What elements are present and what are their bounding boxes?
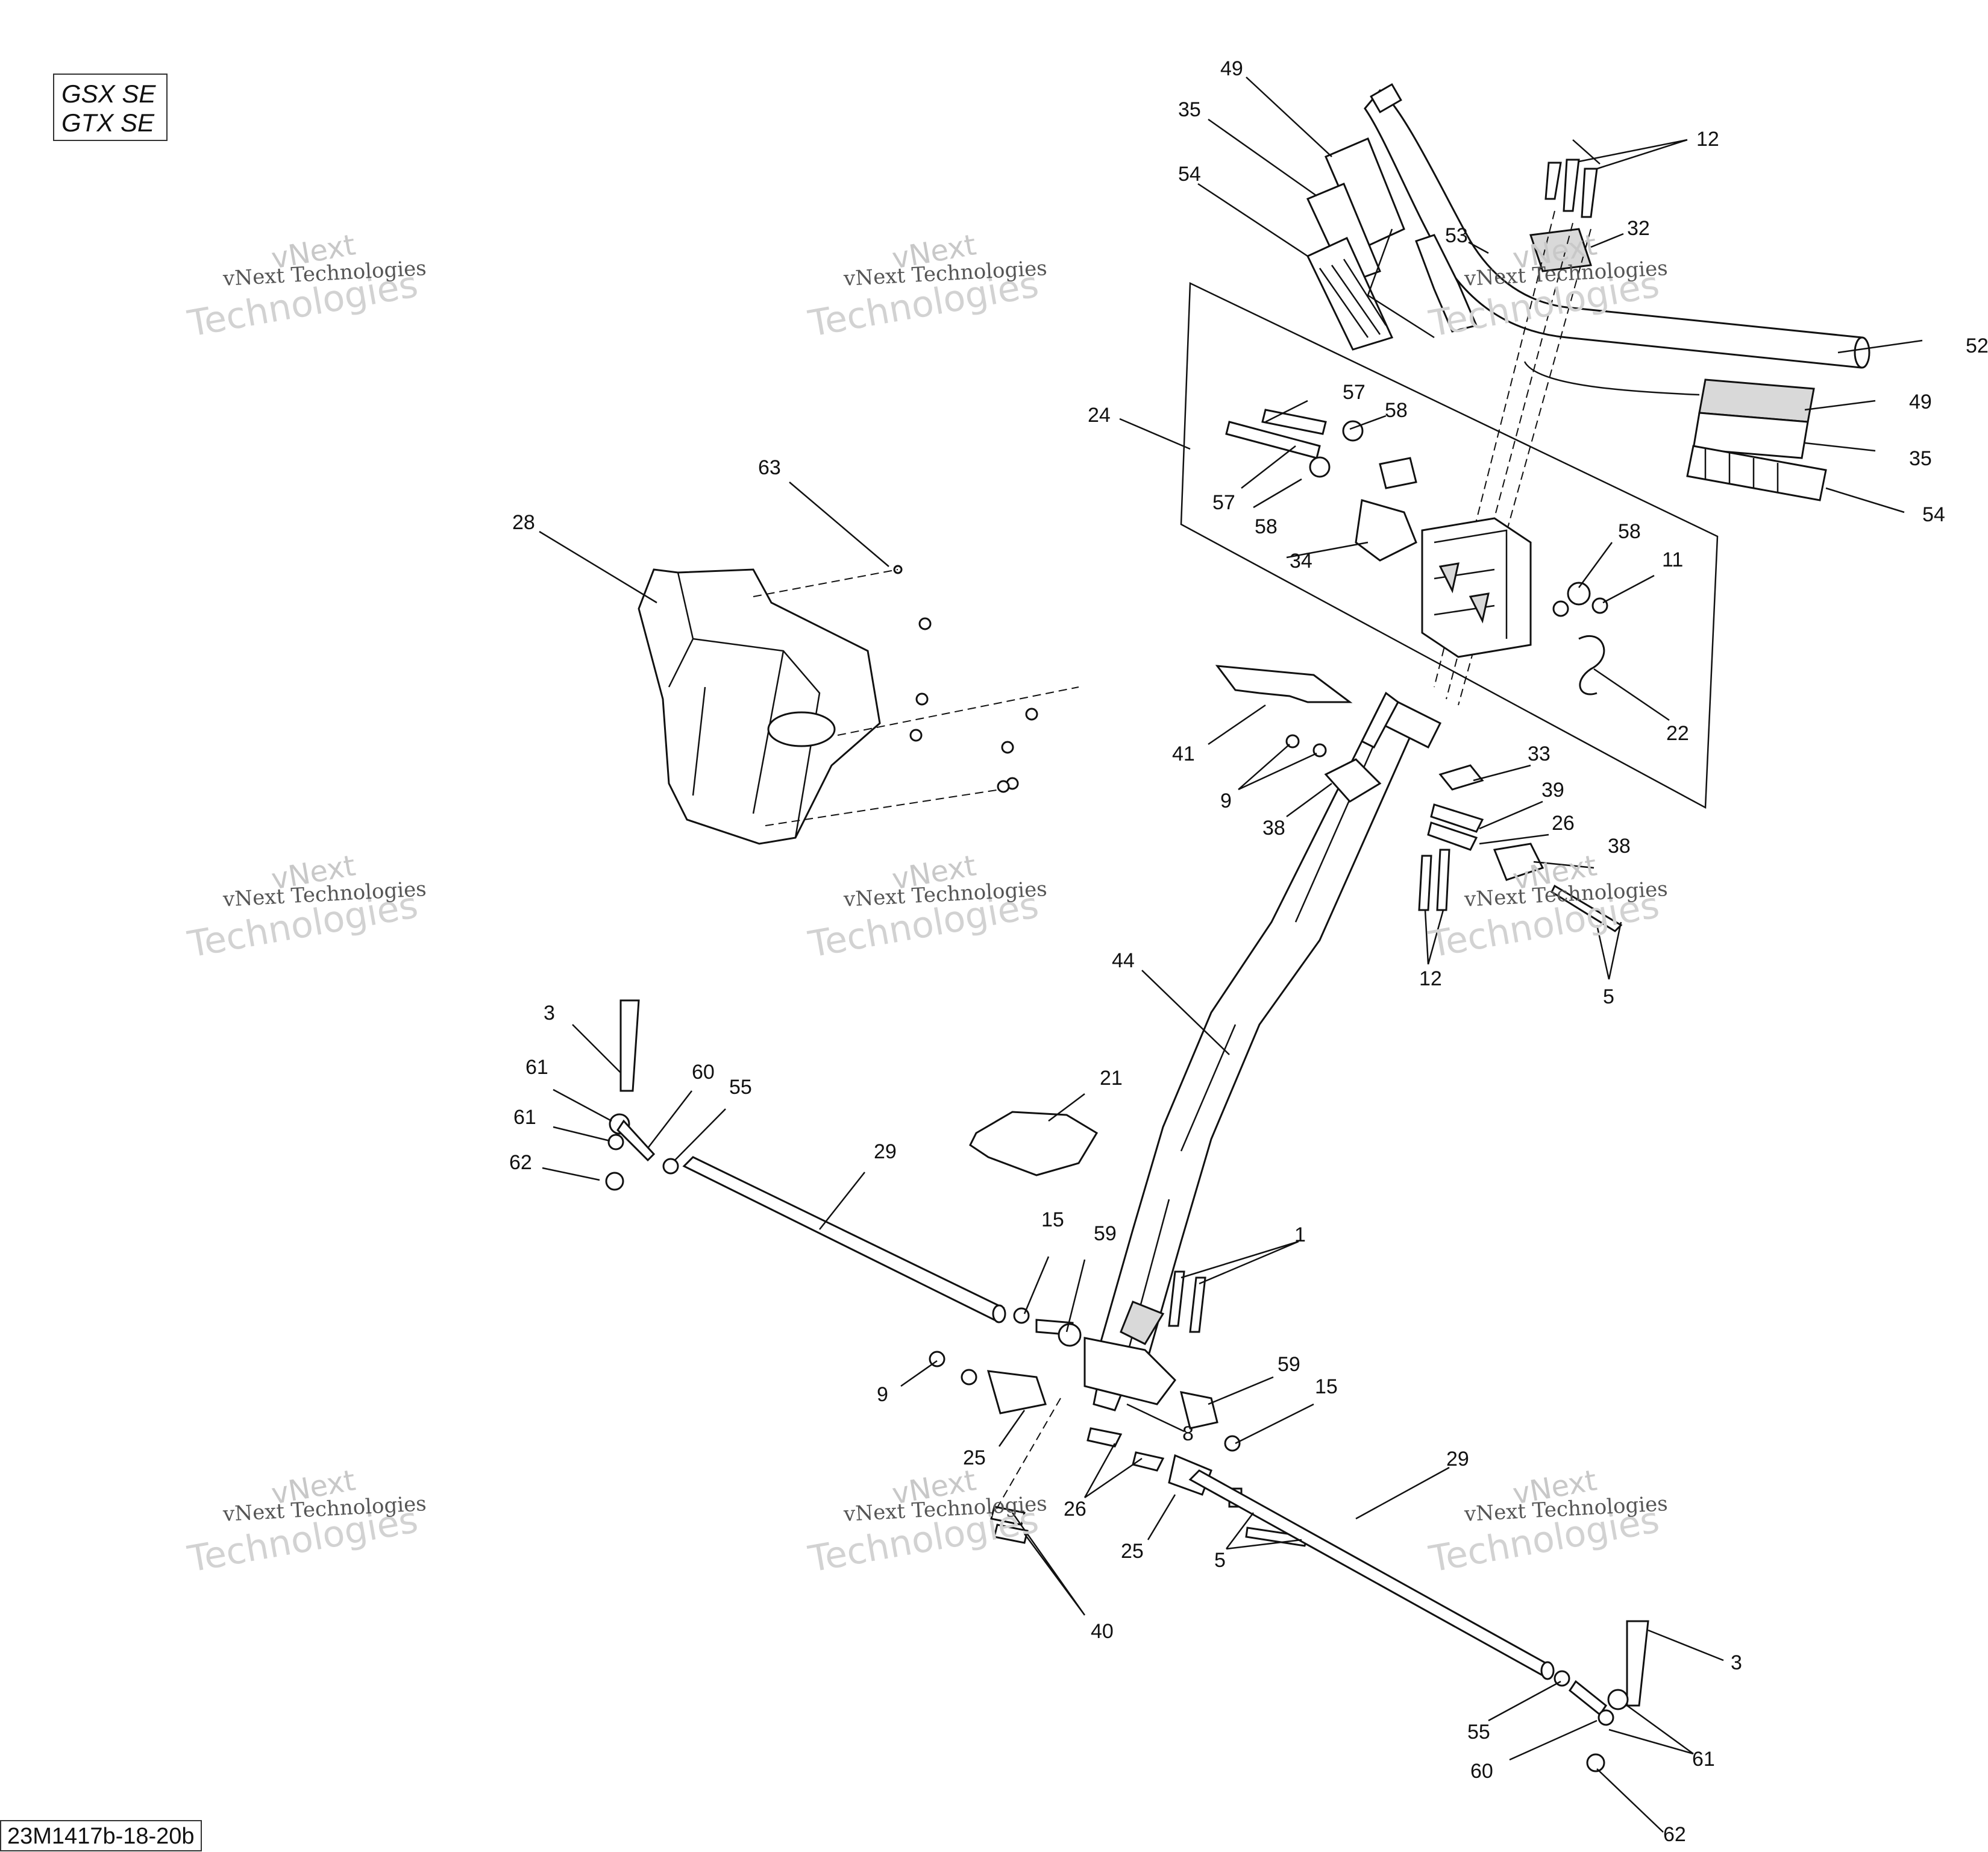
callout-33: 33	[1528, 742, 1551, 765]
callout-57a: 57	[1343, 381, 1366, 404]
callout-59b: 59	[1278, 1353, 1300, 1376]
callout-39: 39	[1541, 779, 1564, 802]
callout-63: 63	[758, 456, 781, 479]
callout-34: 34	[1290, 550, 1312, 573]
callout-49b: 49	[1909, 391, 1932, 413]
callout-57b: 57	[1212, 491, 1235, 514]
callout-40: 40	[1091, 1620, 1114, 1643]
callout-29a: 29	[874, 1140, 897, 1163]
callout-26b: 26	[1064, 1498, 1087, 1521]
callout-3b: 3	[1731, 1651, 1742, 1674]
diagram-code: 23M1417b-18-20b	[0, 1820, 202, 1851]
callout-28: 28	[512, 511, 535, 534]
cover	[638, 568, 881, 845]
callout-61c: 61	[1692, 1748, 1715, 1771]
callout-58c: 58	[1618, 520, 1641, 543]
callout-62b: 62	[1663, 1823, 1686, 1846]
callout-9a: 9	[1220, 789, 1232, 812]
callout-25a: 25	[963, 1446, 986, 1469]
callout-61b: 61	[513, 1106, 536, 1129]
callout-22: 22	[1666, 722, 1689, 745]
callout-60a: 60	[692, 1061, 715, 1084]
callout-58a: 58	[1385, 399, 1408, 422]
steering-column	[1083, 691, 1442, 1405]
plate	[1215, 665, 1353, 703]
right-tie-rod	[1179, 1391, 1649, 1772]
model-label-box: GSX SE GTX SE	[53, 74, 168, 141]
callout-11: 11	[1662, 548, 1683, 571]
left-tie-rod	[605, 999, 1006, 1323]
callout-5b: 5	[1214, 1549, 1226, 1572]
callout-8: 8	[1182, 1422, 1194, 1445]
bolts-1	[1168, 1270, 1206, 1333]
callout-3a: 3	[544, 1002, 555, 1025]
callout-12b: 12	[1419, 967, 1442, 990]
callout-52: 52	[1966, 334, 1988, 357]
callout-44: 44	[1112, 949, 1135, 972]
callout-38b: 38	[1608, 835, 1631, 858]
callout-15b: 15	[1315, 1375, 1338, 1398]
callout-61a: 61	[525, 1056, 548, 1079]
callout-60b: 60	[1470, 1760, 1493, 1783]
leader-lines	[539, 77, 1923, 1833]
callout-54a: 54	[1178, 163, 1201, 186]
callout-59a: 59	[1094, 1222, 1117, 1245]
model-gsx-se: GSX SE	[61, 80, 156, 108]
callout-15a: 15	[1041, 1208, 1064, 1231]
callout-62a: 62	[509, 1151, 532, 1174]
callout-29b: 29	[1446, 1448, 1469, 1471]
callout-58b: 58	[1255, 515, 1278, 538]
callout-41: 41	[1172, 742, 1195, 765]
part-21	[969, 1111, 1099, 1176]
left-grips	[1306, 137, 1435, 351]
callout-54b: 54	[1922, 503, 1945, 526]
clamp-bolts-upper	[1434, 159, 1598, 706]
model-gtx-se: GTX SE	[61, 108, 155, 137]
upper-mounts	[1285, 734, 1623, 932]
handlebar	[1364, 83, 1870, 369]
callout-55a: 55	[729, 1076, 752, 1099]
callout-12a: 12	[1696, 128, 1719, 151]
callout-24: 24	[1088, 404, 1111, 427]
right-grips	[1523, 361, 1827, 501]
callout-55b: 55	[1467, 1721, 1490, 1744]
callout-labels: 49 35 54 12 53 32 52 49 35 54 24 57 58 5…	[509, 57, 1988, 1846]
callout-26a: 26	[1552, 812, 1575, 835]
callout-38a: 38	[1262, 817, 1285, 840]
callout-9b: 9	[877, 1383, 888, 1406]
callout-35b: 35	[1909, 447, 1932, 470]
callout-1: 1	[1294, 1223, 1306, 1246]
callout-21: 21	[1100, 1067, 1123, 1090]
callout-35a: 35	[1178, 98, 1201, 121]
callout-5a: 5	[1603, 985, 1614, 1008]
steering-block	[1225, 409, 1608, 695]
callout-32: 32	[1627, 217, 1650, 240]
subassembly-frame	[1180, 282, 1719, 809]
callout-25b: 25	[1121, 1540, 1144, 1563]
cover-screws	[753, 565, 1079, 826]
callout-49a: 49	[1220, 57, 1243, 80]
callout-53: 53	[1445, 224, 1468, 247]
